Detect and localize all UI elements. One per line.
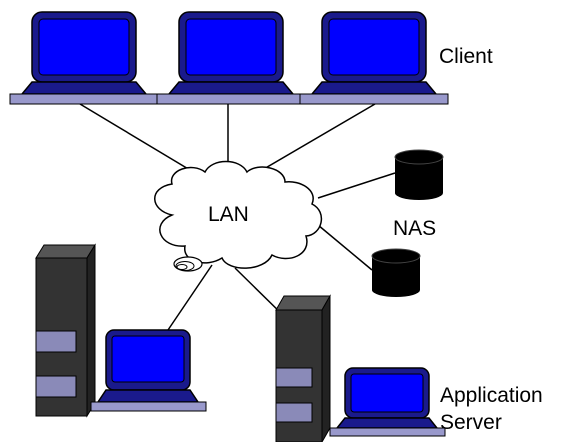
- client-monitor-icon-1: [9, 11, 159, 105]
- server-monitor-icon-left: [90, 329, 207, 412]
- server-monitor-icon-right: [329, 367, 446, 437]
- client-monitor-icon-2: [156, 11, 306, 105]
- lan-label: LAN: [208, 203, 249, 226]
- lan-cloud-icon: [154, 160, 323, 272]
- link-nas-bottom: [317, 224, 373, 271]
- application-label: Application: [440, 384, 543, 407]
- link-nas-top: [317, 172, 396, 199]
- client-monitor-icon-3: [299, 11, 449, 105]
- nas-label: NAS: [393, 217, 437, 240]
- server-tower-icon-left: [35, 243, 96, 418]
- server-label: Server: [440, 411, 502, 434]
- link-server-left: [167, 264, 213, 331]
- nas-disk-icon-1: [394, 149, 444, 200]
- client-label: Client: [439, 45, 493, 68]
- server-tower-icon-right: [275, 294, 331, 444]
- nas-disk-icon-2: [371, 248, 421, 297]
